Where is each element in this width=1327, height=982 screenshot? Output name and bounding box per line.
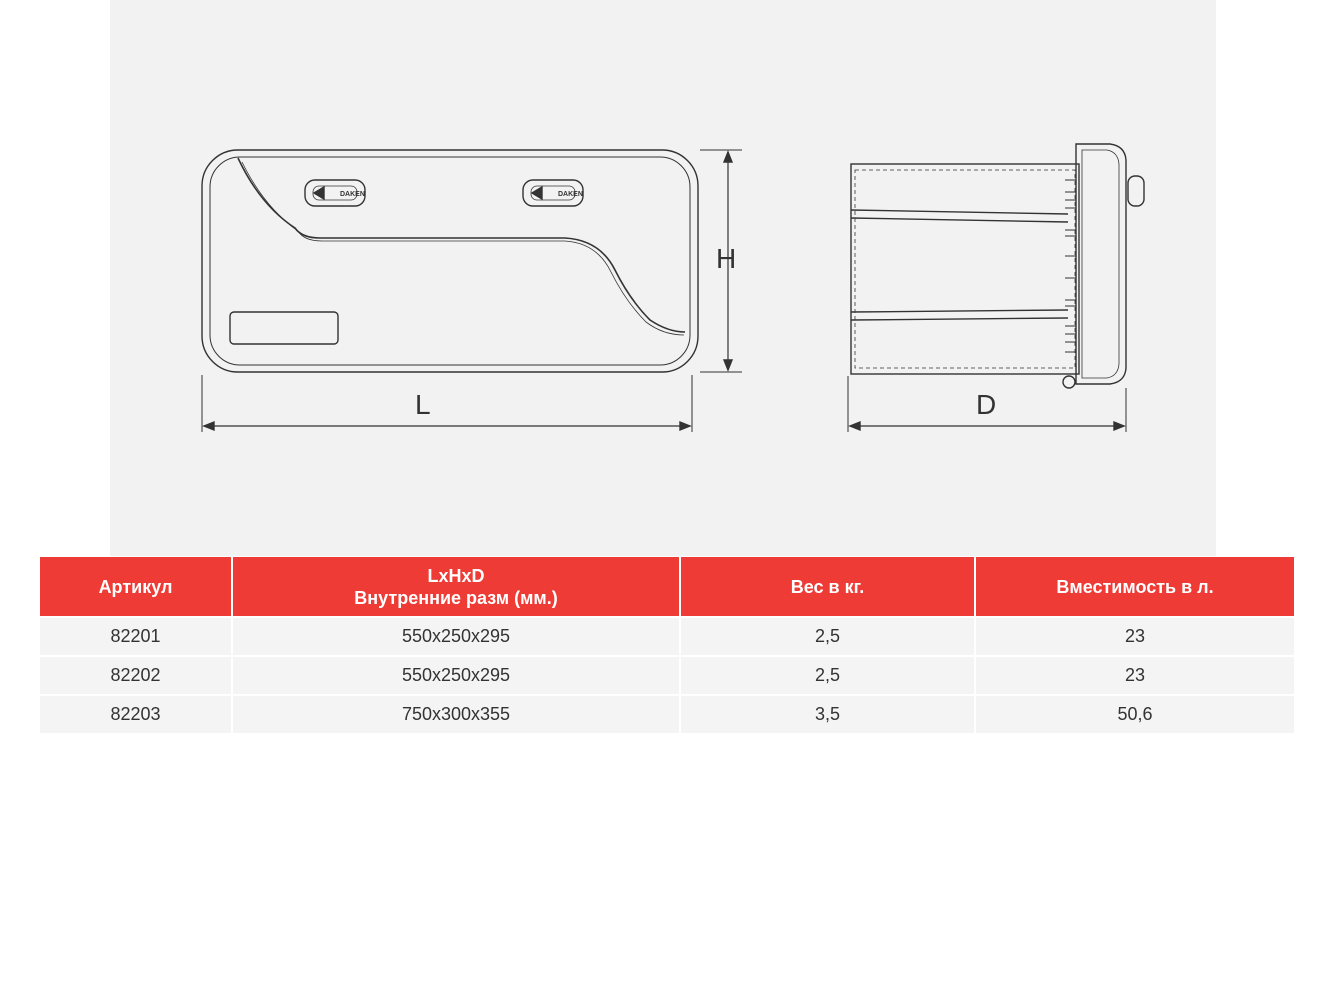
brand-logo-right: DAKEN — [558, 191, 583, 198]
dimension-label-length: L — [415, 389, 431, 420]
cell-weight: 2,5 — [680, 616, 976, 656]
table-row: 82202 550x250x295 2,5 23 — [40, 655, 1294, 695]
cell-capacity: 23 — [975, 655, 1294, 695]
toolbox-technical-drawing: DAKEN DAKEN L H D — [201, 143, 1145, 432]
cell-dimensions: 750x300x355 — [232, 694, 681, 733]
cell-capacity: 23 — [975, 616, 1294, 656]
cell-dimensions: 550x250x295 — [232, 616, 681, 656]
header-article: Артикул — [40, 557, 233, 617]
technical-drawing-panel: DAKEN DAKEN L H D — [110, 0, 1216, 556]
header-dimensions-line1: LxHxD — [427, 565, 485, 586]
header-weight-label: Вес в кг. — [790, 576, 865, 597]
cell-capacity: 50,6 — [975, 694, 1294, 733]
table-row: 82201 550x250x295 2,5 23 — [40, 616, 1294, 656]
table-row: 82203 750x300x355 3,5 50,6 — [40, 694, 1294, 733]
cell-article: 82203 — [40, 694, 233, 733]
header-weight: Вес в кг. — [680, 557, 976, 617]
cell-article: 82201 — [40, 616, 233, 656]
cell-weight: 2,5 — [680, 655, 976, 695]
cell-weight: 3,5 — [680, 694, 976, 733]
latch-handle-right — [522, 179, 584, 207]
brand-logo-left: DAKEN — [340, 191, 365, 198]
front-view — [201, 149, 742, 432]
header-article-label: Артикул — [98, 576, 173, 597]
cell-dimensions: 550x250x295 — [232, 655, 681, 695]
dimension-label-depth: D — [976, 389, 996, 420]
header-dimensions-line2: Внутренние разм (мм.) — [354, 587, 558, 608]
header-capacity: Вместимость в л. — [975, 557, 1294, 617]
cell-article: 82202 — [40, 655, 233, 695]
latch-handle-left — [304, 179, 366, 207]
side-view — [847, 143, 1145, 432]
dimension-label-height: H — [716, 243, 736, 274]
header-capacity-label: Вместимость в л. — [1056, 576, 1214, 597]
